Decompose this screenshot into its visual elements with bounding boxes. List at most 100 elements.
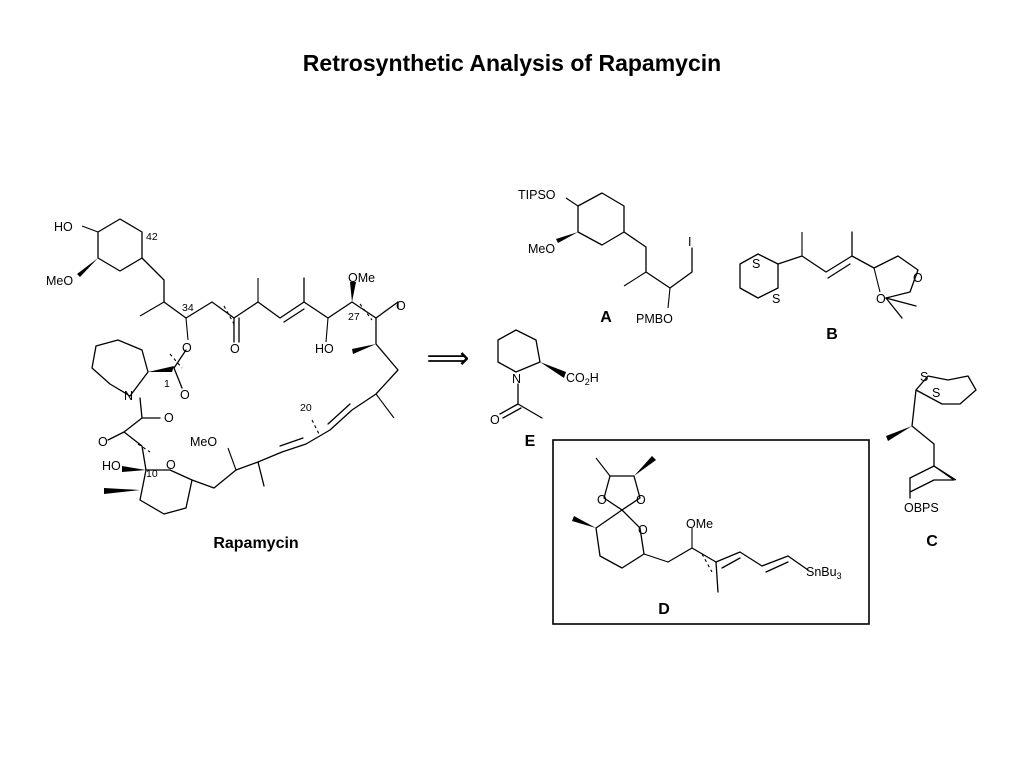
slide-title: Retrosynthetic Analysis of Rapamycin: [302, 50, 722, 76]
frag-b-gem-me1: [885, 297, 917, 307]
retrosynthesis-arrow: ⟹: [426, 342, 469, 375]
frag-e-co2h-h: H: [590, 371, 599, 385]
frag-b-label-s1: S: [752, 257, 760, 271]
frag-a-methyl-hash: [623, 271, 647, 287]
frag-d-snbu-sub: 3: [837, 571, 842, 581]
frag-e-co2h-sub: 2: [585, 377, 590, 387]
rapa-c15-chain: [191, 469, 237, 489]
fragment-c: S S OBPS C: [886, 370, 977, 550]
frag-d-caption: D: [658, 601, 670, 618]
frag-a-ome-wedge: [556, 232, 578, 243]
rapa-number-42: 42: [146, 231, 158, 243]
rapa-top-chain: [185, 301, 399, 319]
rapa-c30-double: [283, 308, 305, 323]
rapa-label-o-c32: O: [230, 342, 240, 356]
rapa-right-chain: [235, 317, 399, 471]
rapa-c8-n: [139, 397, 143, 419]
frag-d-label-o3: O: [638, 523, 648, 537]
frag-a-label-pmbo: PMBO: [636, 312, 673, 326]
frag-d-double1: [721, 557, 741, 569]
frag-a-ring: [577, 192, 625, 246]
frag-c-caption: C: [926, 533, 938, 550]
rapa-c34-o: [185, 317, 189, 341]
frag-c-methyl-hash: [933, 465, 957, 481]
rapa-label-ho-hemiketal: HO: [102, 459, 121, 473]
rapa-label-o-keto: O: [98, 435, 108, 449]
rapa-c25-wedge: [352, 344, 376, 354]
frag-d-double2: [765, 561, 789, 573]
frag-b-chain: [777, 255, 919, 299]
frag-a-label-tipso: TIPSO: [518, 188, 556, 202]
rapa-c28-oh: [325, 317, 329, 343]
frag-d-label-snbu3: SnBu3: [806, 565, 842, 581]
rapa-cyclohexane: [97, 218, 143, 272]
rapa-number-34: 34: [182, 302, 194, 314]
frag-a-opmb-hash: [667, 287, 671, 309]
frag-d-box: [552, 439, 870, 625]
frag-e-cooh-wedge: [540, 362, 566, 378]
frag-d-label-o1: O: [597, 493, 607, 507]
frag-e-acetyl: [517, 383, 543, 419]
frag-a-label-meo: MeO: [528, 242, 555, 256]
rapa-cut-c20: [311, 419, 321, 437]
frag-b-double: [827, 263, 851, 279]
frag-d-snbu: SnBu: [806, 565, 837, 579]
frag-a-chain: [623, 231, 693, 289]
frag-d-methyl: [715, 561, 719, 593]
frag-d-me-hash: [595, 457, 611, 477]
frag-b-label-o1: O: [913, 271, 923, 285]
rapa-c11-methyl: [104, 488, 140, 494]
frag-b-dioxolane-hash: [873, 267, 881, 293]
rapa-oh-hash: [81, 225, 99, 233]
rapa-number-1: 1: [164, 378, 170, 390]
frag-e-acetyl-co: [499, 403, 519, 415]
frag-a-caption: A: [600, 309, 612, 326]
rapa-number-27: 27: [348, 311, 360, 323]
fragment-e: N CO2H O E: [490, 329, 599, 450]
rapa-c35-methyl: [139, 301, 165, 317]
rapa-c9-keto: [107, 431, 125, 441]
rapa-number-20: 20: [300, 402, 312, 414]
rapa-cut-c10: [137, 443, 151, 453]
rapa-piperidine: [91, 339, 149, 397]
rapa-ome-wedge: [77, 258, 98, 277]
fragment-d: O O O OMe SnBu3 D: [552, 439, 870, 625]
frag-e-co2h-co: CO: [566, 371, 585, 385]
rapa-label-meo-left: MeO: [46, 274, 73, 288]
rapa-c17-methyl: [257, 461, 265, 487]
frag-b-label-s2: S: [772, 292, 780, 306]
frag-d-pyran: [595, 509, 645, 569]
frag-c-ch2: [909, 465, 935, 479]
frag-d-me-wedge: [634, 456, 656, 476]
frag-e-caption: E: [525, 433, 536, 450]
frag-a-label-iodine: I: [688, 235, 691, 249]
rapa-c9-c8: [123, 417, 147, 471]
frag-d-label-ome: OMe: [686, 517, 713, 531]
frag-e-label-n: N: [512, 372, 521, 386]
frag-b-dithiane: [739, 253, 779, 299]
frag-d-label-o2: O: [636, 493, 646, 507]
rapa-c1-keto: [173, 367, 183, 389]
rapa-label-o-c26: O: [396, 299, 406, 313]
frag-a-otips-hash: [565, 197, 579, 207]
frag-c-label-s2: S: [932, 386, 940, 400]
rapa-c23-methyl: [375, 393, 395, 419]
rapa-diene-double2: [279, 437, 304, 447]
frag-d-c15-hash: [643, 553, 669, 563]
frag-d-dioxolane: [603, 475, 641, 511]
frag-c-dithiane: [915, 375, 977, 405]
rapa-c2-wedge: [148, 366, 174, 372]
frag-b-gem-me2: [885, 297, 903, 319]
rapa-label-o-ester: O: [182, 341, 192, 355]
rapa-label-n: N: [124, 389, 133, 403]
frag-e-label-o: O: [490, 413, 500, 427]
rapa-label-o-ring: O: [166, 458, 176, 472]
frag-b-caption: B: [826, 326, 838, 343]
rapamycin-caption: Rapamycin: [213, 535, 298, 552]
frag-e-piperidine: [497, 329, 541, 373]
rapa-chain-c35: [141, 257, 187, 319]
frag-e-acetyl-co2: [502, 407, 522, 419]
rapa-c10-oh-wedge: [122, 466, 146, 472]
